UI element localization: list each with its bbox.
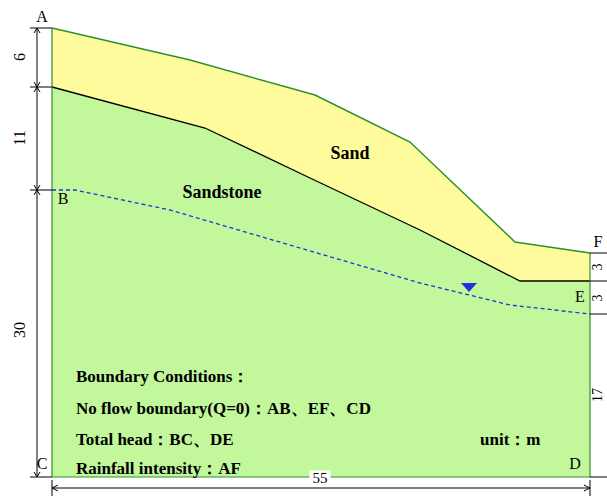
point-letter: F — [594, 234, 603, 250]
boundary-note: Rainfall intensity：AF — [76, 460, 241, 477]
dimension-value: 3 — [591, 295, 605, 302]
layer-name: Sand — [330, 144, 369, 162]
dimension-value: 30 — [12, 322, 28, 338]
boundary-note: Total head：BC、DE — [76, 431, 234, 448]
right-dimension — [590, 253, 607, 477]
dimension-value: 17 — [591, 388, 605, 402]
unit-note: unit：m — [480, 431, 540, 448]
boundary-note: No flow boundary(Q=0)：AB、EF、CD — [76, 400, 371, 417]
note-heading: Boundary Conditions： — [76, 368, 249, 385]
point-letter: A — [36, 9, 48, 25]
sand-layer — [52, 28, 590, 281]
left-dimension — [30, 28, 52, 477]
water-table-symbol — [461, 283, 477, 292]
point-letter: E — [575, 289, 585, 305]
dimension-value: 3 — [591, 264, 605, 271]
ground-surface — [52, 28, 590, 253]
point-letter: D — [569, 456, 581, 472]
layer-name: Sandstone — [182, 183, 261, 201]
sand-sandstone-interface — [52, 87, 590, 281]
point-letter: C — [37, 456, 48, 472]
dimension-value: 55 — [310, 471, 331, 486]
model-boundary — [52, 28, 590, 477]
dimension-value: 6 — [12, 53, 28, 61]
point-letter: B — [58, 191, 69, 207]
dimension-value: 11 — [12, 130, 28, 145]
water-table — [52, 190, 590, 314]
